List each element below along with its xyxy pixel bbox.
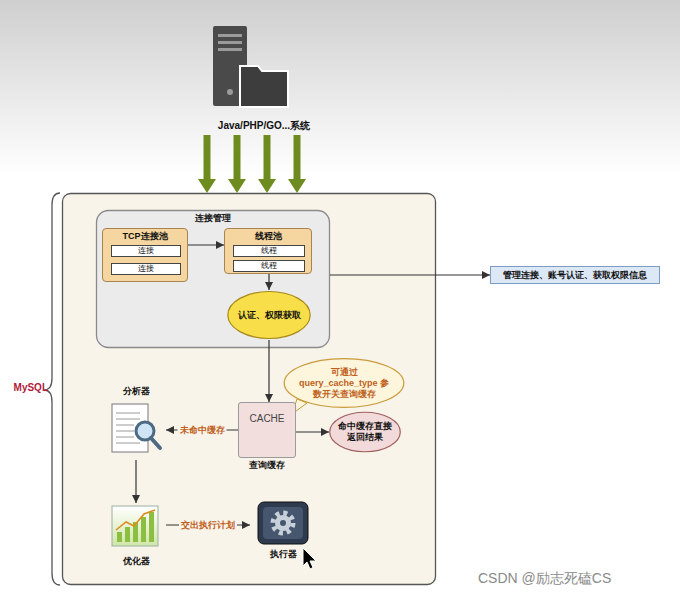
pool-box: 线程池线程线程 — [224, 228, 312, 274]
note-box: 管理连接、账号认证、获取权限信息 — [490, 266, 660, 284]
doc-line — [116, 413, 140, 414]
server-button — [227, 89, 233, 95]
node-text: 可通过 query_cache_type 参数开关查询缓存 — [298, 367, 390, 399]
node-text: 线程 — [261, 247, 277, 255]
gear — [275, 515, 291, 531]
doc-line — [116, 437, 134, 438]
optimizer: 优化器 — [106, 503, 166, 569]
ellipse-shape — [284, 359, 404, 408]
node-text: Java/PHP/GO...系统 — [218, 120, 310, 132]
callout-bubble: 可通过 query_cache_type 参数开关查询缓存 — [283, 357, 405, 409]
server-icon — [213, 26, 288, 107]
connector — [135, 460, 136, 503]
doc-line — [116, 431, 134, 432]
gear-teeth — [273, 513, 293, 533]
container-fill — [63, 194, 436, 585]
server-slot — [218, 34, 242, 37]
node-text: TCP连接池 — [123, 231, 168, 242]
pool-box: TCP连接池连接连接 — [102, 228, 188, 282]
pool-slot: 连接 — [111, 245, 181, 257]
executor-screen — [263, 507, 303, 539]
ellipse-shape — [228, 292, 310, 339]
server-slot — [218, 48, 242, 51]
ellipse-shape — [330, 412, 401, 451]
node-text: 线程 — [261, 262, 277, 270]
connector — [330, 274, 490, 275]
chart-bar — [149, 512, 154, 542]
node-text: 线程池 — [255, 231, 282, 242]
node-text: 认证、权限获取 — [238, 310, 301, 321]
watermark: CSDN @励志死磕CS — [478, 570, 611, 587]
node-text: 管理连接、账号认证、获取权限信息 — [503, 270, 647, 281]
optimizer-icon — [112, 506, 158, 546]
folder-icon — [240, 66, 288, 107]
flow-arrow — [294, 135, 301, 179]
connector — [268, 340, 269, 402]
result-ellipse: 命中缓存直接返回结果 — [329, 411, 401, 453]
flow-arrow — [204, 135, 211, 179]
pool-slot: 线程 — [233, 245, 305, 257]
mouse-cursor — [303, 548, 316, 569]
node-text: 命中缓存直接返回结果 — [337, 421, 393, 443]
top-gradient — [0, 0, 680, 175]
pool-slot: 连接 — [111, 263, 181, 275]
chart-bar — [117, 532, 122, 542]
executor-icon — [258, 502, 308, 544]
connector — [268, 274, 269, 290]
chart-bar — [141, 517, 146, 542]
gear-hole — [280, 520, 286, 526]
analyzer-icon — [112, 404, 160, 452]
cache-box: CACHE查询缓存 — [238, 402, 296, 458]
node-text: 查询缓存 — [249, 460, 285, 471]
node-text: MySQL — [4, 382, 48, 394]
magnifier-handle — [151, 438, 160, 448]
client-system: Java/PHP/GO...系统 — [198, 15, 330, 135]
chart-line — [116, 510, 155, 530]
node-text: CACHE — [249, 413, 284, 425]
node-text: 连接 — [138, 247, 154, 255]
flow-arrow — [234, 135, 241, 179]
node-text: 执行器 — [270, 549, 297, 560]
node-text: 连接管理 — [195, 213, 231, 224]
node-text: 优化器 — [123, 556, 150, 567]
chart-bar — [125, 527, 130, 542]
mysql-server: MySQL连接管理TCP连接池连接连接线程池线程线程认证、权限获取CACHE查询… — [62, 193, 436, 585]
doc-line — [116, 443, 140, 444]
executor-frame — [258, 502, 308, 544]
flow-arrow — [264, 135, 271, 179]
analyzer: 分析器 — [106, 386, 166, 460]
auth-circle: 认证、权限获取 — [227, 290, 311, 340]
connection-manager: 连接管理TCP连接池连接连接线程池线程线程认证、权限获取 — [96, 210, 330, 348]
edge-label: 交出执行计划 — [179, 520, 237, 531]
executor: 执行器 — [250, 500, 316, 566]
doc-line — [116, 425, 134, 426]
node-text: 分析器 — [123, 386, 150, 397]
chart-frame — [112, 506, 158, 546]
connector — [296, 431, 329, 432]
connector — [188, 244, 224, 245]
container-fill — [97, 211, 330, 348]
server-slot — [218, 41, 242, 44]
doc-line — [116, 419, 140, 420]
edge-label: 未命中缓存 — [178, 425, 227, 436]
node-text: 连接 — [138, 265, 154, 273]
pool-slot: 线程 — [233, 260, 305, 272]
